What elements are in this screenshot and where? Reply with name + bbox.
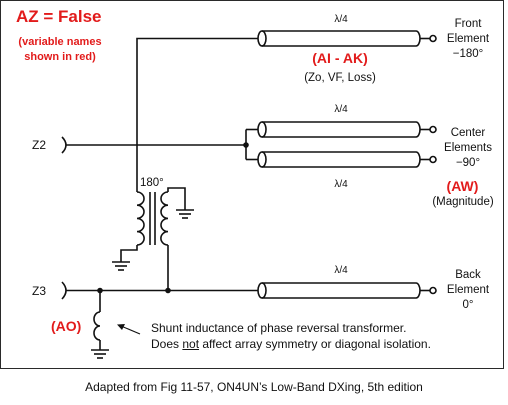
coax-params-label: (Zo, VF, Loss) — [304, 72, 376, 84]
coax-center-bottom — [257, 151, 437, 168]
transformer-phase-label: 180° — [140, 177, 164, 189]
center-elements-label: Center Elements −90° — [444, 127, 492, 169]
z2-port — [61, 136, 67, 154]
title-az-false: AZ = False — [16, 7, 102, 26]
coax-front — [257, 30, 437, 47]
quarter-wave-label-front: λ/4 — [334, 14, 348, 25]
diagram-frame — [0, 0, 504, 369]
figure-caption: Adapted from Fig 11-57, ON4UN’s Low-Band… — [85, 380, 423, 394]
variable-names-note: (variable names shown in red) — [18, 36, 102, 63]
annotation-line-2: Does not affect array symmetry or diagon… — [151, 338, 431, 350]
z3-port — [61, 281, 67, 300]
variable-ao: (AO) — [51, 318, 82, 334]
quarter-wave-label-center-bottom: λ/4 — [334, 179, 348, 190]
wiring — [66, 37, 258, 359]
coax-center-top — [257, 121, 437, 138]
annotation-arrow — [117, 324, 141, 335]
ao-shunt-inductor — [93, 311, 101, 341]
port-z2-label: Z2 — [32, 138, 47, 152]
magnitude-label: (Magnitude) — [432, 196, 494, 208]
port-z3-label: Z3 — [32, 284, 47, 298]
quarter-wave-label-center-top: λ/4 — [334, 104, 348, 115]
annotation-emphasis-not: not — [182, 337, 200, 351]
front-element-label: Front Element −180° — [446, 18, 490, 60]
quarter-wave-label-back: λ/4 — [334, 265, 348, 276]
variable-aw: (AW) — [446, 178, 479, 194]
annotation-line-2-start: Does — [151, 337, 183, 351]
variable-ai-ak: (AI - AK) — [312, 50, 368, 66]
junction-dots — [97, 142, 249, 294]
annotation-line-2-end: affect array symmetry or diagonal isolat… — [199, 337, 431, 351]
back-element-label: Back Element 0° — [446, 269, 490, 311]
coax-back — [257, 282, 437, 299]
annotation-line-1: Shunt inductance of phase reversal trans… — [151, 321, 407, 335]
phase-reversal-transformer — [136, 191, 169, 246]
